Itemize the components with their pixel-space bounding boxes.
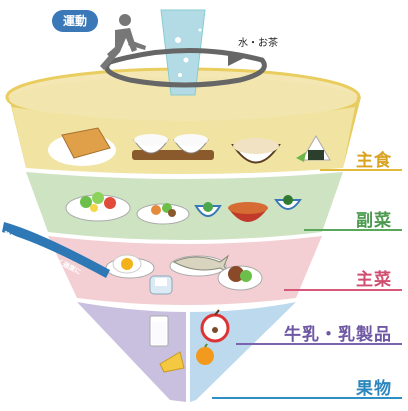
tier-label-dairy: 牛乳・乳製品 — [284, 325, 392, 345]
apple-icon — [200, 309, 230, 343]
tier-label-side-dish: 副菜 — [356, 211, 392, 231]
tier-label-fruit: 果物 — [356, 379, 392, 399]
bread-icon — [48, 127, 116, 166]
tier-side-dish — [26, 172, 343, 240]
tier-dairy — [77, 302, 186, 402]
soup-bowl-icon — [228, 202, 268, 222]
fried-egg-icon — [105, 254, 155, 279]
vegetable-dish-icon — [136, 203, 190, 225]
rotation-arrow-icon — [104, 47, 267, 88]
snack-banner — [2, 222, 110, 278]
meat-dish-icon — [217, 265, 263, 291]
greens-bowl-icon — [274, 195, 302, 210]
noodle-bowl-icon — [231, 138, 281, 164]
runner-icon — [100, 14, 146, 70]
exercise-badge: 運動 — [52, 10, 98, 32]
rice-bowls-icon — [132, 134, 214, 160]
onigiri-icon — [296, 135, 331, 162]
water-tea-label: 水・お茶 — [238, 38, 278, 49]
milk-icon — [149, 315, 169, 347]
cheese-icon — [159, 351, 185, 373]
salad-icon — [65, 192, 131, 222]
grilled-fish-icon — [169, 254, 230, 277]
tofu-icon — [149, 275, 173, 295]
tier-label-main-dish: 主菜 — [356, 270, 392, 290]
tier-label-staple: 主食 — [356, 151, 392, 171]
small-bowl-icon — [194, 202, 222, 217]
orange-icon — [196, 343, 214, 365]
